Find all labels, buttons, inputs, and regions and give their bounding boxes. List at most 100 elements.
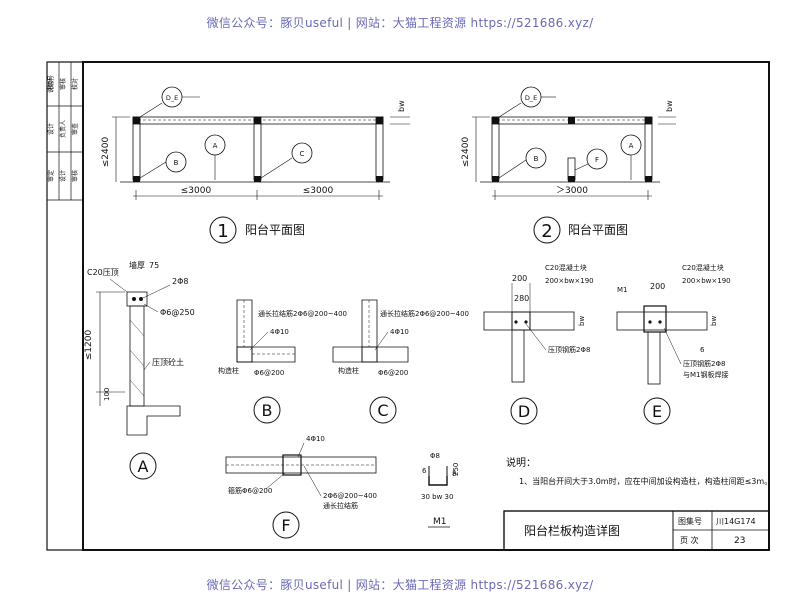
svg-text:280: 280 — [514, 294, 529, 303]
svg-text:C: C — [300, 150, 305, 158]
side-table — [47, 62, 83, 201]
side-table-cell: 校对 — [71, 78, 79, 90]
svg-text:200×bw×190: 200×bw×190 — [682, 277, 731, 285]
plan1-bw: bw — [397, 100, 406, 112]
side-table-cell: 说明号 — [47, 75, 55, 93]
plan2-bw: bw — [665, 100, 674, 112]
svg-text:Φ6@200: Φ6@200 — [254, 369, 284, 377]
svg-text:C20混凝土块: C20混凝土块 — [682, 263, 724, 272]
side-table-cell: 设计 — [59, 170, 67, 182]
side-table-cell: 审核 — [71, 170, 79, 182]
notes-item-1: 1、当阳台开间大于3.0m时，应在中间加设构造柱，构造柱间距≤3m。 — [519, 476, 772, 486]
drawing-title: 阳台栏板构造详图 — [524, 523, 620, 538]
svg-text:2Φ8: 2Φ8 — [172, 277, 188, 286]
plan-2: ≤2400 ＞3000 bw D_E B F A 2 阳台平面图 — [461, 86, 676, 244]
svg-text:≤1200: ≤1200 — [84, 330, 94, 361]
svg-text:压顶钢筋2Φ8: 压顶钢筋2Φ8 — [548, 345, 590, 354]
svg-text:与M1钢板焊接: 与M1钢板焊接 — [683, 370, 729, 379]
svg-text:100: 100 — [103, 388, 111, 401]
detail-a: ≤1200 100 C20压顶 墙厚 75 2Φ8 Φ6@250 压顶砼土 A — [84, 260, 195, 480]
svg-text:Φ6@250: Φ6@250 — [160, 308, 195, 317]
detail-c: 通长拉结筋2Φ6@200~400 4Φ10 构造柱 Φ6@200 C — [332, 299, 469, 424]
watermark-bottom: 微信公众号：豚贝useful | 网站：大猫工程资源 https://52168… — [206, 578, 594, 592]
side-table-cell: 校对 — [47, 78, 55, 90]
svg-text:4Φ10: 4Φ10 — [270, 328, 289, 336]
side-table-cell: 审核 — [59, 78, 67, 90]
svg-text:D_E: D_E — [166, 94, 178, 102]
plan1-number: 1 — [217, 221, 228, 242]
svg-text:4Φ10: 4Φ10 — [390, 328, 409, 336]
detail-a-label: A — [138, 457, 149, 476]
svg-text:200: 200 — [650, 282, 665, 291]
plan2-dim-vertical: ≤2400 — [461, 137, 471, 168]
svg-text:M1: M1 — [617, 286, 628, 294]
svg-text:F: F — [595, 156, 599, 164]
detail-b: 通长拉结筋2Φ6@200~400 4Φ10 构造柱 Φ6@200 B — [218, 299, 347, 424]
plan2-number: 2 — [541, 221, 552, 242]
svg-text:2Φ6@200~400: 2Φ6@200~400 — [323, 492, 377, 500]
svg-text:箍筋Φ6@200: 箍筋Φ6@200 — [228, 486, 272, 495]
svg-text:构造柱: 构造柱 — [218, 366, 239, 375]
svg-text:200×bw×190: 200×bw×190 — [545, 277, 594, 285]
atlas-label: 图集号 — [678, 516, 702, 526]
notes-heading: 说明： — [506, 456, 536, 469]
side-table-labels: 说明号审核校对设计负责人审查审定设计审核校对 — [47, 75, 79, 182]
svg-text:bw: bw — [710, 316, 718, 326]
side-table-cell: 审定 — [47, 170, 55, 182]
svg-text:200: 200 — [512, 274, 527, 283]
svg-text:bw: bw — [578, 316, 586, 326]
plan1-number-circle — [209, 216, 237, 244]
detail-e-label: E — [652, 402, 662, 421]
detail-e: M1 200 C20混凝土块 200×bw×190 bw 6 压顶钢筋2Φ8 与… — [616, 263, 731, 425]
svg-text:B: B — [534, 155, 539, 163]
svg-text:通长拉结筋2Φ6@200~400: 通长拉结筋2Φ6@200~400 — [258, 309, 347, 318]
svg-text:30 bw 30: 30 bw 30 — [421, 493, 453, 501]
svg-text:压顶砼土: 压顶砼土 — [152, 357, 184, 367]
svg-text:通长拉结筋: 通长拉结筋 — [323, 501, 358, 510]
svg-text:Φ6@200: Φ6@200 — [378, 369, 408, 377]
svg-text:6: 6 — [700, 346, 705, 354]
svg-text:通长拉结筋2Φ6@200~400: 通长拉结筋2Φ6@200~400 — [380, 309, 469, 318]
svg-text:C20混凝土块: C20混凝土块 — [545, 263, 587, 272]
watermark-top: 微信公众号：豚贝useful | 网站：大猫工程资源 https://52168… — [206, 16, 594, 30]
plan1-title: 阳台平面图 — [245, 222, 305, 237]
plan1-callout-c — [291, 142, 313, 164]
side-table-cell: 负责人 — [59, 120, 67, 138]
atlas-number: 川14G174 — [716, 517, 756, 526]
page-label: 页 次 — [680, 535, 699, 545]
detail-b-label: B — [262, 401, 273, 420]
plan1-dim-left: ≤3000 — [181, 186, 212, 196]
svg-text:250: 250 — [452, 463, 460, 476]
side-table-cell: 设计 — [47, 123, 55, 135]
title-block: 阳台栏板构造详图 图集号 川14G174 页 次 23 — [503, 510, 770, 551]
svg-text:B: B — [174, 159, 179, 167]
plan1-dim-right: ≤3000 — [303, 186, 334, 196]
plan-1: ≤2400 ≤3000 ≤3000 bw D_E B A C 1 阳台平面图 — [101, 86, 410, 244]
detail-m1: Φ8 6 8 250 30 bw 30 M1 — [421, 452, 460, 528]
plan2-dim: ＞3000 — [556, 186, 588, 196]
detail-f-label: F — [281, 516, 290, 535]
svg-text:A: A — [213, 142, 218, 150]
detail-c-label: C — [377, 401, 388, 420]
svg-text:压顶钢筋2Φ8: 压顶钢筋2Φ8 — [683, 359, 725, 368]
svg-text:C20压顶: C20压顶 — [87, 268, 119, 277]
svg-text:D_E: D_E — [525, 94, 537, 102]
svg-text:6: 6 — [422, 467, 427, 475]
svg-text:A: A — [629, 142, 634, 150]
svg-text:Φ8: Φ8 — [430, 452, 440, 460]
detail-d: 200 280 C20混凝土块 200×bw×190 bw 压顶钢筋2Φ8 D — [483, 263, 594, 425]
detail-f: 4Φ10 箍筋Φ6@200 2Φ6@200~400 通长拉结筋 F — [225, 435, 377, 539]
svg-text:75: 75 — [149, 261, 159, 270]
side-table-cell: 审查 — [71, 123, 79, 135]
m1-label: M1 — [433, 517, 447, 527]
plan2-title: 阳台平面图 — [568, 222, 628, 237]
svg-text:构造柱: 构造柱 — [338, 366, 359, 375]
inner-frame — [82, 61, 770, 551]
page-number: 23 — [734, 536, 745, 546]
svg-text:4Φ10: 4Φ10 — [306, 435, 325, 443]
svg-text:8: 8 — [452, 470, 456, 478]
detail-d-label: D — [518, 402, 530, 421]
svg-text:墙厚: 墙厚 — [129, 260, 145, 270]
plan1-dim-vertical: ≤2400 — [101, 137, 111, 168]
